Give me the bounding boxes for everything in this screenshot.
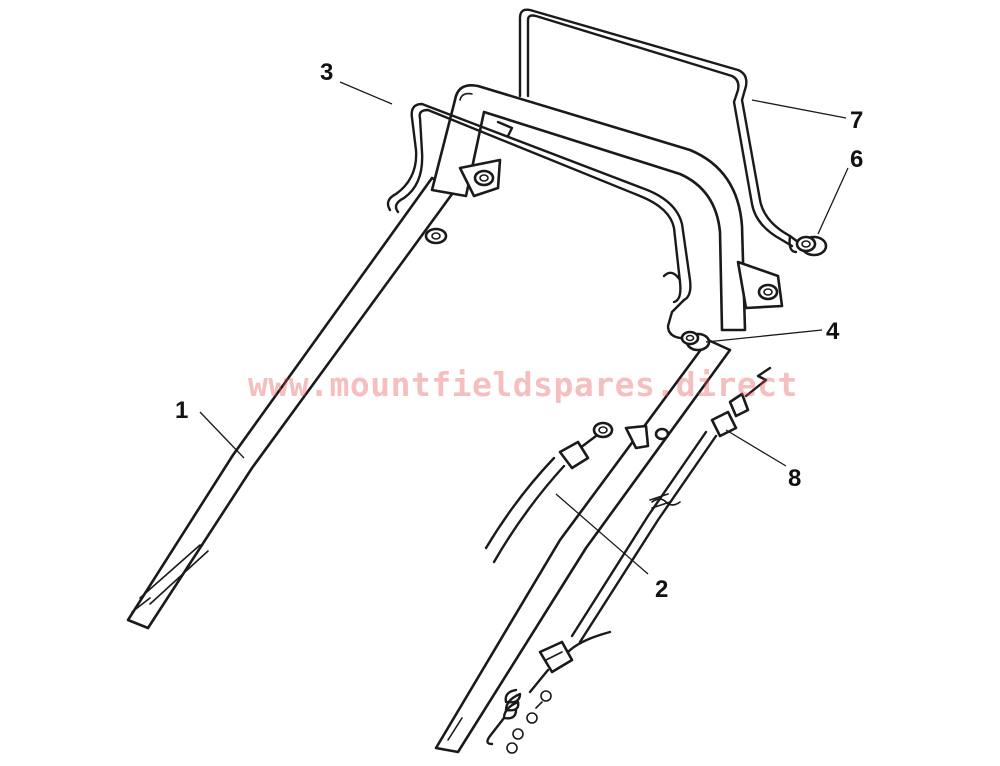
callout-8: 8: [788, 465, 801, 492]
leader-lines: [199, 81, 849, 575]
callout-6: 6: [850, 146, 863, 173]
stop-bar: [518, 8, 800, 254]
drive-cable: [484, 421, 614, 754]
upper-handle: [430, 84, 784, 332]
brake-cable: [570, 366, 772, 644]
callout-3: 3: [320, 59, 333, 86]
bush-part-6: [795, 235, 828, 257]
watermark-text: www.mountfieldspares.direct: [248, 365, 798, 404]
callout-2: 2: [655, 576, 668, 603]
bail-bar: [386, 102, 692, 340]
cable-clip: [624, 424, 670, 450]
bush-part-4: [680, 330, 711, 352]
callout-7: 7: [850, 107, 863, 134]
callout-4: 4: [826, 318, 840, 345]
callout-1: 1: [175, 397, 188, 424]
